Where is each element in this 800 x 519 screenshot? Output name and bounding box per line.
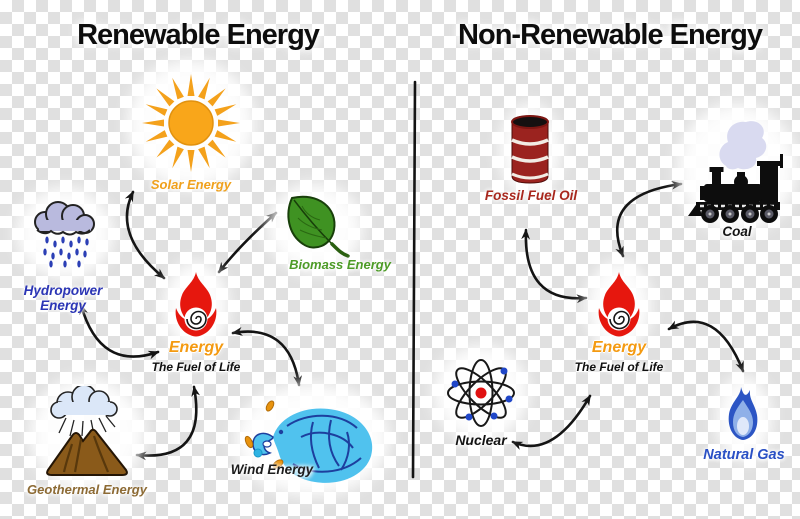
gas-flame-icon <box>716 375 772 461</box>
volcano-icon <box>29 377 145 491</box>
solar-energy-label: Solar Energy <box>150 177 232 192</box>
energy-label-right: Energy <box>591 339 647 356</box>
energy-label-left: Energy <box>168 339 224 356</box>
fuel-of-life-label-right: The Fuel of Life <box>574 360 664 374</box>
non-renewable-title: Non-Renewable Energy <box>458 19 763 51</box>
nuclear-label: Nuclear <box>455 432 507 448</box>
oil-barrel-icon <box>499 103 561 197</box>
renewable-energy-flame-icon <box>163 261 229 351</box>
hydropower-energy-label: Hydropower Energy <box>23 283 103 313</box>
arrow-geothermal <box>135 385 201 461</box>
wind-swirl-icon <box>234 383 390 496</box>
geothermal-energy-label: Geothermal Energy <box>27 482 147 497</box>
coal-label: Coal <box>722 224 752 239</box>
arrow-solar <box>124 190 166 280</box>
divider-line <box>411 80 417 479</box>
sun-icon <box>127 59 255 189</box>
arrow-natural-gas <box>667 320 745 373</box>
arrow-fossil-fuel <box>521 228 588 304</box>
fossil-fuel-oil-label: Fossil Fuel Oil <box>484 188 578 203</box>
atom-icon <box>433 345 529 441</box>
natural-gas-label: Natural Gas <box>703 447 785 463</box>
leaf-icon <box>267 183 363 273</box>
wind-energy-label: Wind Energy <box>230 462 314 477</box>
rain-cloud-icon <box>16 187 114 279</box>
arrow-coal <box>615 180 683 258</box>
renewable-title: Renewable Energy <box>77 19 320 51</box>
arrow-hydropower <box>79 303 160 360</box>
arrow-wind <box>231 327 303 387</box>
fuel-of-life-label-left: The Fuel of Life <box>151 360 241 374</box>
biomass-energy-label: Biomass Energy <box>289 257 391 272</box>
arrow-nuclear <box>511 394 592 450</box>
nonrenewable-energy-flame-icon <box>586 261 652 351</box>
steam-train-icon <box>677 103 797 233</box>
